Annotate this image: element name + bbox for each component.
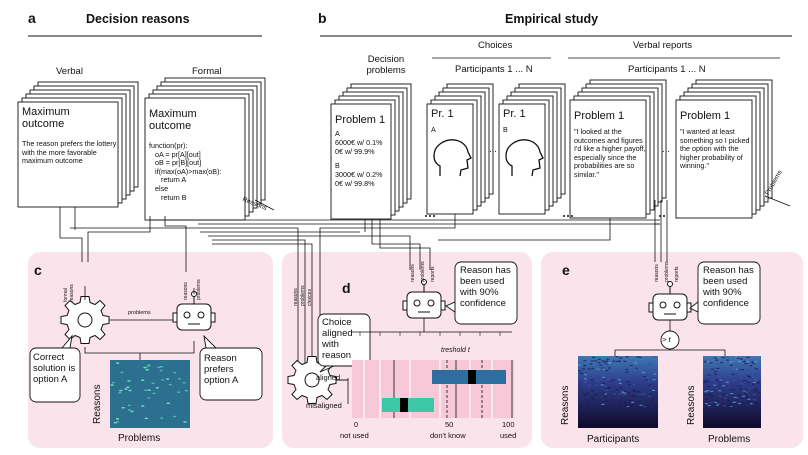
panel-a-letter: a: [28, 10, 36, 26]
row-aligned-label: aligned: [316, 373, 341, 382]
input-label: problems: [300, 285, 306, 306]
panel-e-letter: e: [562, 262, 570, 278]
heatmap-c-specks: [110, 362, 188, 424]
verbal-label: Verbal: [56, 66, 83, 77]
participants-label-choices: Participants 1 ... N: [455, 64, 533, 75]
axis-note-used: used: [500, 431, 517, 440]
verbal-card-title: Maximum outcome: [22, 106, 70, 130]
input-label: reports: [430, 266, 436, 282]
junction-dots: [425, 215, 665, 217]
choice-card-stack-2: [498, 83, 566, 215]
panel-c-letter: c: [34, 262, 42, 278]
input-label: reports: [674, 266, 680, 282]
report-card-2-text: "I wanted at least something so I picked…: [680, 127, 750, 171]
verbal-card-stack: [17, 81, 139, 208]
heatmap-e-left-ylabel: Reasons: [560, 385, 571, 425]
bubble-robot-confidence-d: [454, 261, 518, 325]
heatmap-e-right-xlabel: Problems: [708, 434, 751, 445]
bubble-robot-confidence-e-text: Reason has been used with 90% confidence: [703, 265, 754, 309]
bubble-correct-solution-text: Correct solution is option A: [33, 352, 76, 385]
verbal-card-text: The reason prefers the lottery with the …: [22, 139, 117, 166]
axis-note-dont-know: don't know: [430, 431, 466, 440]
report-card-2-title: Problem 1: [680, 110, 731, 122]
input-label: reasons: [69, 284, 75, 302]
formal-card-code: function(pr): oA = pr[A][out] oB = pr[B]…: [149, 141, 222, 202]
input-label: reasons: [183, 282, 189, 300]
gear-robot-link-label: problems: [128, 310, 151, 316]
robot-icon: [172, 291, 216, 331]
panel-b-title: Empirical study: [505, 12, 599, 26]
heatmap-e-specks: [578, 356, 761, 408]
panel-d-letter: d: [342, 280, 351, 296]
bubble-robot-confidence-d-text: Reason has been used with 90% confidence: [460, 265, 511, 309]
problem-b-line2: 0€ w/ 99.8%: [335, 179, 375, 188]
report-card-1-title: Problem 1: [574, 110, 625, 122]
heatmap-c-ylabel: Reasons: [92, 384, 103, 424]
report-card-stack-2: [675, 79, 773, 219]
misaligned-marker: [400, 398, 408, 412]
input-label: problems: [664, 261, 670, 282]
choice-card-1-option: A: [431, 125, 436, 134]
panel-b-letter: b: [318, 10, 327, 26]
connector-lines: [59, 200, 668, 380]
threshold-node-label: > t: [662, 335, 671, 344]
heatmap-e-left-xlabel: Participants: [587, 434, 640, 445]
choice-card-2-title: Pr. 1: [503, 108, 526, 120]
problem-card-title: Problem 1: [335, 114, 386, 126]
choices-ellipsis: ...: [489, 144, 497, 155]
formal-card-stack: [144, 77, 266, 221]
problem-a-line2: 0€ w/ 99.9%: [335, 147, 375, 156]
choice-card-stack-1: [426, 83, 494, 215]
heatmap-c-xlabel: Problems: [118, 433, 161, 444]
participant-head-icon: [433, 139, 472, 177]
choice-card-2-option: B: [503, 125, 508, 134]
input-label: reasons: [293, 288, 299, 306]
report-card-stack-1: [569, 79, 667, 219]
heatmap-e-right-ylabel: Reasons: [686, 385, 697, 425]
report-card-1-text: "I looked at the outcomes and figures I'…: [574, 127, 646, 179]
bubble-choice-aligned-text: Choice aligned with reason: [322, 317, 353, 361]
bubble-correct-solution: [29, 347, 81, 403]
bubble-choice-aligned: [317, 313, 371, 367]
formal-label: Formal: [192, 66, 222, 77]
tick-0: 0: [354, 420, 359, 429]
input-label: problems: [420, 261, 426, 282]
heatmap-participants: [578, 356, 658, 428]
robot-icon: [648, 281, 692, 321]
input-label: reasons: [654, 264, 660, 282]
decision-problems-label: Decision problems: [366, 54, 406, 76]
participant-head-icon: [505, 139, 544, 177]
participants-label-reports: Participants 1 ... N: [628, 64, 706, 75]
verbal-reports-label: Verbal reports: [633, 40, 693, 51]
problems-card-stack: [330, 83, 412, 220]
threshold-label: treshold t: [441, 347, 470, 354]
bubble-reason-prefers: [199, 347, 263, 401]
problem-a-line1: 6000€ w/ 0.1%: [335, 138, 383, 147]
choices-label: Choices: [478, 40, 513, 51]
tick-100: 100: [502, 420, 515, 429]
formal-card-title: Maximum outcome: [149, 108, 197, 132]
problem-option-a: A: [335, 129, 340, 138]
row-misaligned-label: misaligned: [306, 401, 342, 410]
choice-card-1-title: Pr. 1: [431, 108, 454, 120]
axis-note-not-used: not used: [340, 431, 369, 440]
problem-option-b: B: [335, 161, 340, 170]
tick-50: 50: [445, 420, 454, 429]
heatmap-c: [110, 360, 190, 428]
bubble-reason-prefers-text: Reason prefers option A: [204, 353, 239, 386]
input-label: choices: [307, 289, 313, 306]
bubble-robot-confidence-e: [697, 261, 761, 325]
solver-gear-icon: [60, 296, 110, 344]
input-label: reasons: [410, 264, 416, 282]
aligned-marker: [468, 370, 476, 384]
input-label: formal: [63, 288, 69, 302]
input-label: problems: [196, 279, 202, 300]
problem-b-line1: 3000€ w/ 0.2%: [335, 170, 383, 179]
panel-a-title: Decision reasons: [86, 12, 190, 26]
reports-ellipsis: ...: [662, 144, 670, 155]
